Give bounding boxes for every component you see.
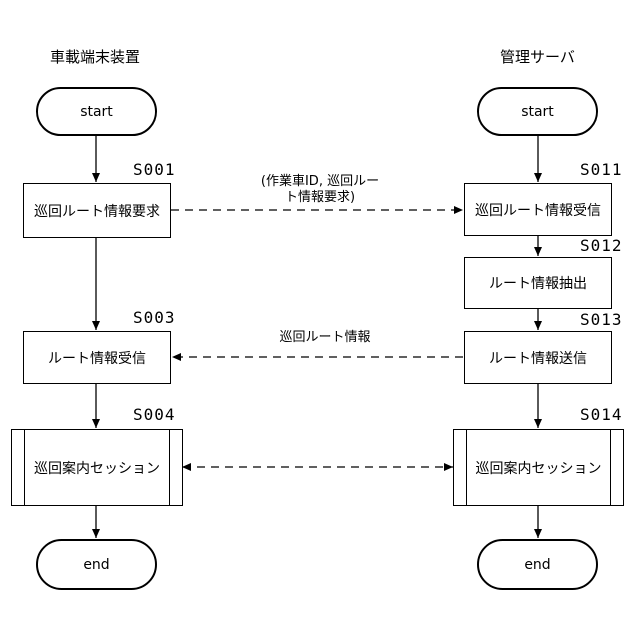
left-patrol-session-label: 巡回案内セッション	[34, 458, 160, 478]
step-id-s003: S003	[133, 308, 176, 327]
request-message-label: (作業車ID, 巡回ルー ト情報要求)	[235, 174, 405, 206]
step-id-s012: S012	[580, 236, 623, 255]
step-id-s011: S011	[580, 160, 623, 179]
step-id-s014: S014	[580, 405, 623, 424]
left-start-terminal: start	[36, 87, 157, 136]
right-end-terminal: end	[477, 539, 598, 590]
left-receive-route-label: ルート情報受信	[48, 348, 146, 368]
left-start-label: start	[80, 104, 113, 120]
left-request-route-label: 巡回ルート情報要求	[34, 201, 160, 221]
request-message-line2: ト情報要求)	[235, 190, 405, 206]
right-patrol-session-subprocess: 巡回案内セッション	[453, 429, 624, 506]
right-start-label: start	[521, 104, 554, 120]
right-end-label: end	[524, 557, 550, 573]
step-id-s013: S013	[580, 310, 623, 329]
left-request-route-box: 巡回ルート情報要求	[23, 183, 171, 238]
right-start-terminal: start	[477, 87, 598, 136]
left-end-terminal: end	[36, 539, 157, 590]
right-receive-request-label: 巡回ルート情報受信	[475, 200, 601, 220]
step-id-s001: S001	[133, 160, 176, 179]
right-patrol-session-label: 巡回案内セッション	[476, 458, 602, 478]
lane-title-onboard-terminal: 車載端末装置	[50, 46, 140, 67]
right-extract-route-label: ルート情報抽出	[489, 273, 587, 293]
left-receive-route-box: ルート情報受信	[23, 331, 171, 384]
right-send-route-label: ルート情報送信	[489, 348, 587, 368]
left-end-label: end	[83, 557, 109, 573]
left-patrol-session-subprocess: 巡回案内セッション	[11, 429, 183, 506]
right-send-route-box: ルート情報送信	[464, 331, 612, 384]
request-message-line1: (作業車ID, 巡回ルー	[235, 174, 405, 190]
lane-title-management-server: 管理サーバ	[500, 46, 575, 67]
right-extract-route-box: ルート情報抽出	[464, 257, 612, 309]
response-message-label: 巡回ルート情報	[250, 330, 400, 346]
step-id-s004: S004	[133, 405, 176, 424]
right-receive-request-box: 巡回ルート情報受信	[464, 183, 612, 236]
